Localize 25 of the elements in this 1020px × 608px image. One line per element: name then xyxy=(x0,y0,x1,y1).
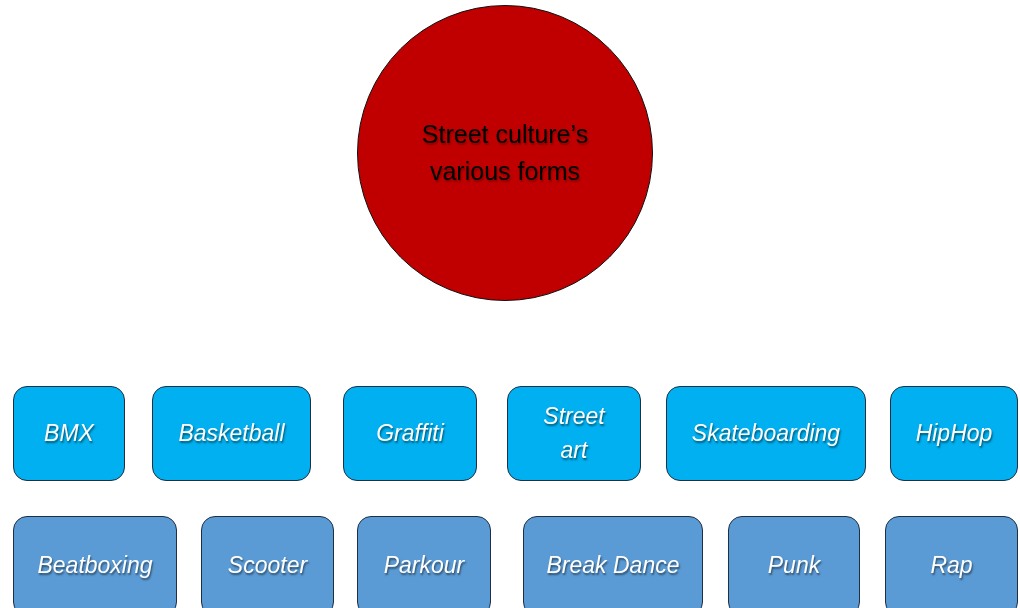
category-label: Basketball xyxy=(177,418,286,448)
category-label: BMX xyxy=(43,418,96,448)
category-box xyxy=(885,516,1018,608)
category-box xyxy=(507,386,641,481)
category-label: Punk xyxy=(766,551,822,581)
category-box xyxy=(728,516,860,608)
category-label: HipHop xyxy=(914,418,994,448)
category-label: Scooter xyxy=(226,551,309,581)
category-box xyxy=(152,386,311,481)
category-box xyxy=(201,516,334,608)
category-box xyxy=(357,516,491,608)
category-label: Street art xyxy=(542,402,607,465)
category-box xyxy=(890,386,1018,481)
category-label: Break Dance xyxy=(545,551,681,581)
category-box xyxy=(666,386,866,481)
category-box xyxy=(13,386,125,481)
category-label: Parkour xyxy=(382,551,466,581)
category-box xyxy=(13,516,177,608)
category-box xyxy=(343,386,477,481)
category-box xyxy=(523,516,703,608)
category-label: Rap xyxy=(929,551,974,581)
category-label: Skateboarding xyxy=(690,418,842,448)
category-label: Graffiti xyxy=(375,418,446,448)
topic-label: Street culture’s various forms xyxy=(421,118,589,187)
category-label: Beatboxing xyxy=(36,551,154,581)
